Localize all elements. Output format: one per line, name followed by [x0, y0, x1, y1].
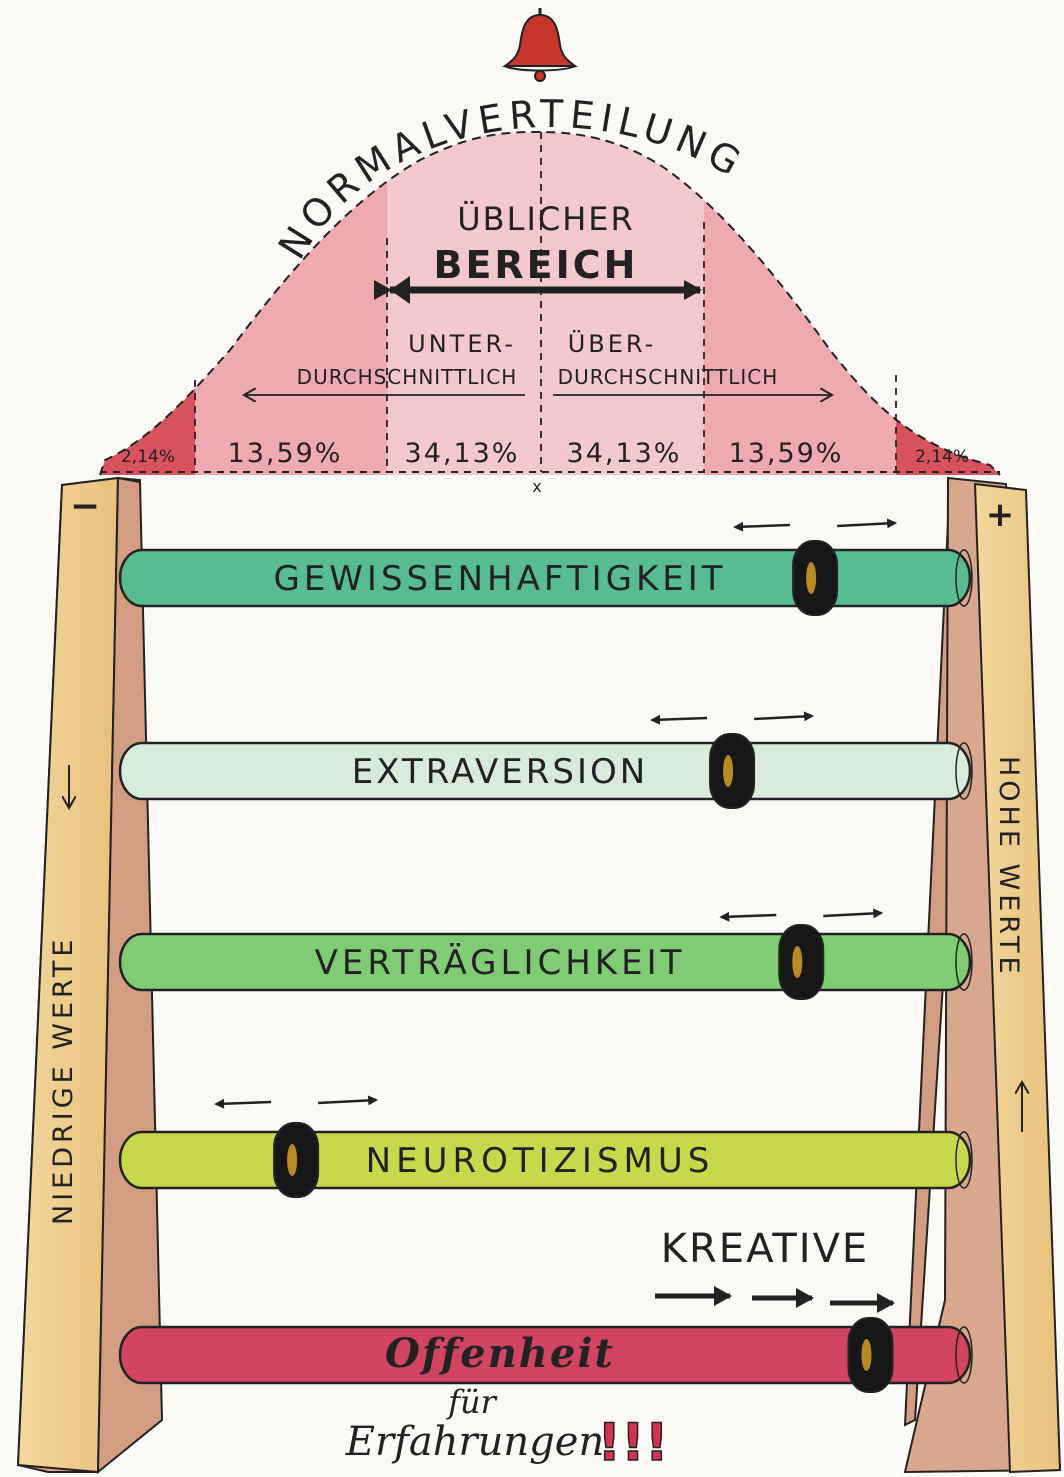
mean-marker: x — [532, 477, 541, 496]
percentage-label: 13,59% — [228, 438, 343, 469]
double-arrow-icon — [721, 913, 881, 917]
above-average-label-1: ÜBER- — [568, 329, 657, 358]
above-average-label-2: DURCHSCHNITTLICH — [558, 365, 779, 389]
left-post-label: NIEDRIGE WERTE — [48, 936, 79, 1225]
double-arrow-icon — [735, 523, 895, 527]
double-arrow-icon — [216, 1100, 376, 1104]
creative-label: KREATIVE — [661, 1226, 869, 1272]
segment-left-outer — [195, 120, 387, 480]
trait-bar: EXTRAVERSION — [120, 716, 972, 808]
normal-curve — [100, 120, 1006, 480]
slider-ring-icon[interactable] — [710, 734, 754, 808]
experiences-label-1: für — [446, 1383, 497, 1421]
trait-bar: NEUROTIZISMUS — [120, 1100, 972, 1197]
common-range-label-2: BEREICH — [434, 243, 639, 287]
percentage-label: 2,14% — [121, 447, 175, 467]
experiences-label-2: Erfahrungen — [345, 1419, 604, 1465]
trait-label: NEUROTIZISMUS — [366, 1141, 715, 1181]
slider-ring-icon[interactable] — [779, 925, 823, 999]
minus-sign: − — [70, 486, 100, 527]
percentage-label: 34,13% — [567, 438, 682, 469]
slider-ring-icon[interactable] — [848, 1318, 892, 1392]
trait-bar: VERTRÄGLICHKEIT — [120, 913, 972, 999]
percentage-label: 34,13% — [405, 438, 520, 469]
tail-right — [896, 120, 1006, 480]
trait-bar: Offenheit — [120, 1318, 972, 1392]
bell-icon — [504, 8, 576, 81]
slider-ring-icon[interactable] — [793, 541, 837, 615]
trait-bar: GEWISSENHAFTIGKEIT — [120, 523, 972, 615]
trait-label: Offenheit — [385, 1330, 615, 1377]
trait-label: VERTRÄGLICHKEIT — [315, 943, 686, 983]
below-average-label-1: UNTER- — [408, 330, 516, 358]
below-average-label-2: DURCHSCHNITTLICH — [297, 365, 518, 389]
exclamation-marks: !!! — [597, 1413, 668, 1473]
trait-label: GEWISSENHAFTIGKEIT — [273, 559, 726, 599]
segment-center — [387, 120, 704, 480]
double-arrow-icon — [652, 716, 812, 720]
tail-left — [100, 120, 195, 480]
creative-arrows-icon — [655, 1296, 893, 1303]
percentage-label: 13,59% — [729, 438, 844, 469]
percentage-label: 2,14% — [915, 447, 969, 467]
plus-sign: + — [986, 495, 1015, 535]
trait-label: EXTRAVERSION — [352, 752, 648, 792]
common-range-label-1: ÜBLICHER — [457, 200, 635, 238]
slider-ring-icon[interactable] — [274, 1123, 318, 1197]
right-post-label: HOHE WERTE — [993, 756, 1024, 978]
